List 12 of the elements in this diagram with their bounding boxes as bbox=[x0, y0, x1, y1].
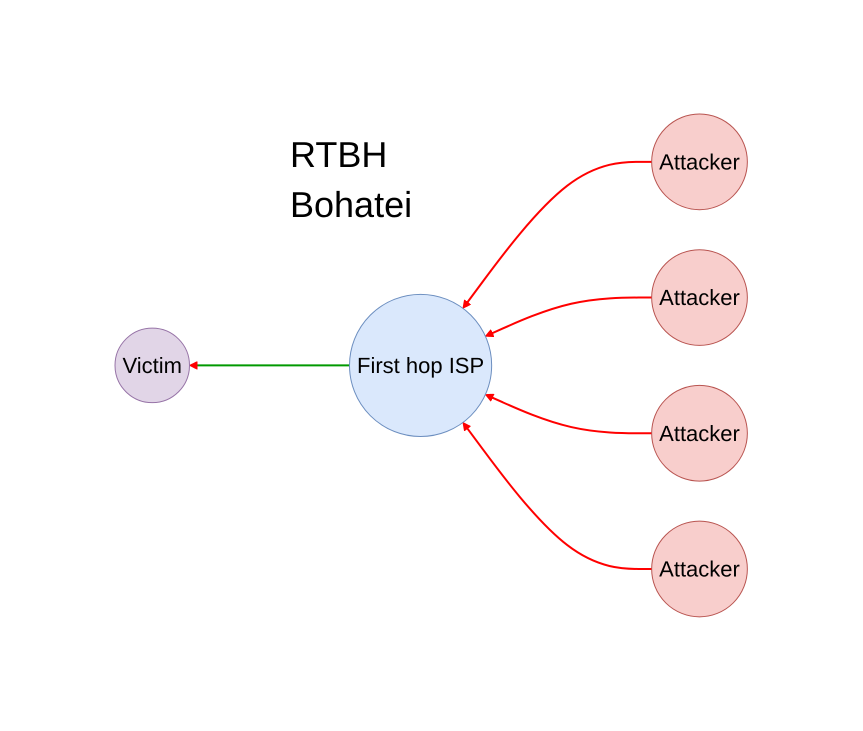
node-circle: First hop ISP bbox=[349, 294, 492, 438]
node-circle: Victim bbox=[114, 328, 190, 404]
arrow bbox=[189, 361, 350, 370]
arrow bbox=[485, 394, 652, 434]
diagram-title: RTBH Bohatei bbox=[290, 133, 414, 228]
node-circle: Attacker bbox=[651, 249, 748, 346]
node-circle: Attacker bbox=[651, 385, 748, 482]
node-circle: Attacker bbox=[651, 520, 748, 618]
node-circle: Attacker bbox=[651, 114, 748, 210]
arrow bbox=[462, 160, 652, 309]
arrow bbox=[485, 296, 652, 338]
arrow bbox=[462, 422, 652, 570]
